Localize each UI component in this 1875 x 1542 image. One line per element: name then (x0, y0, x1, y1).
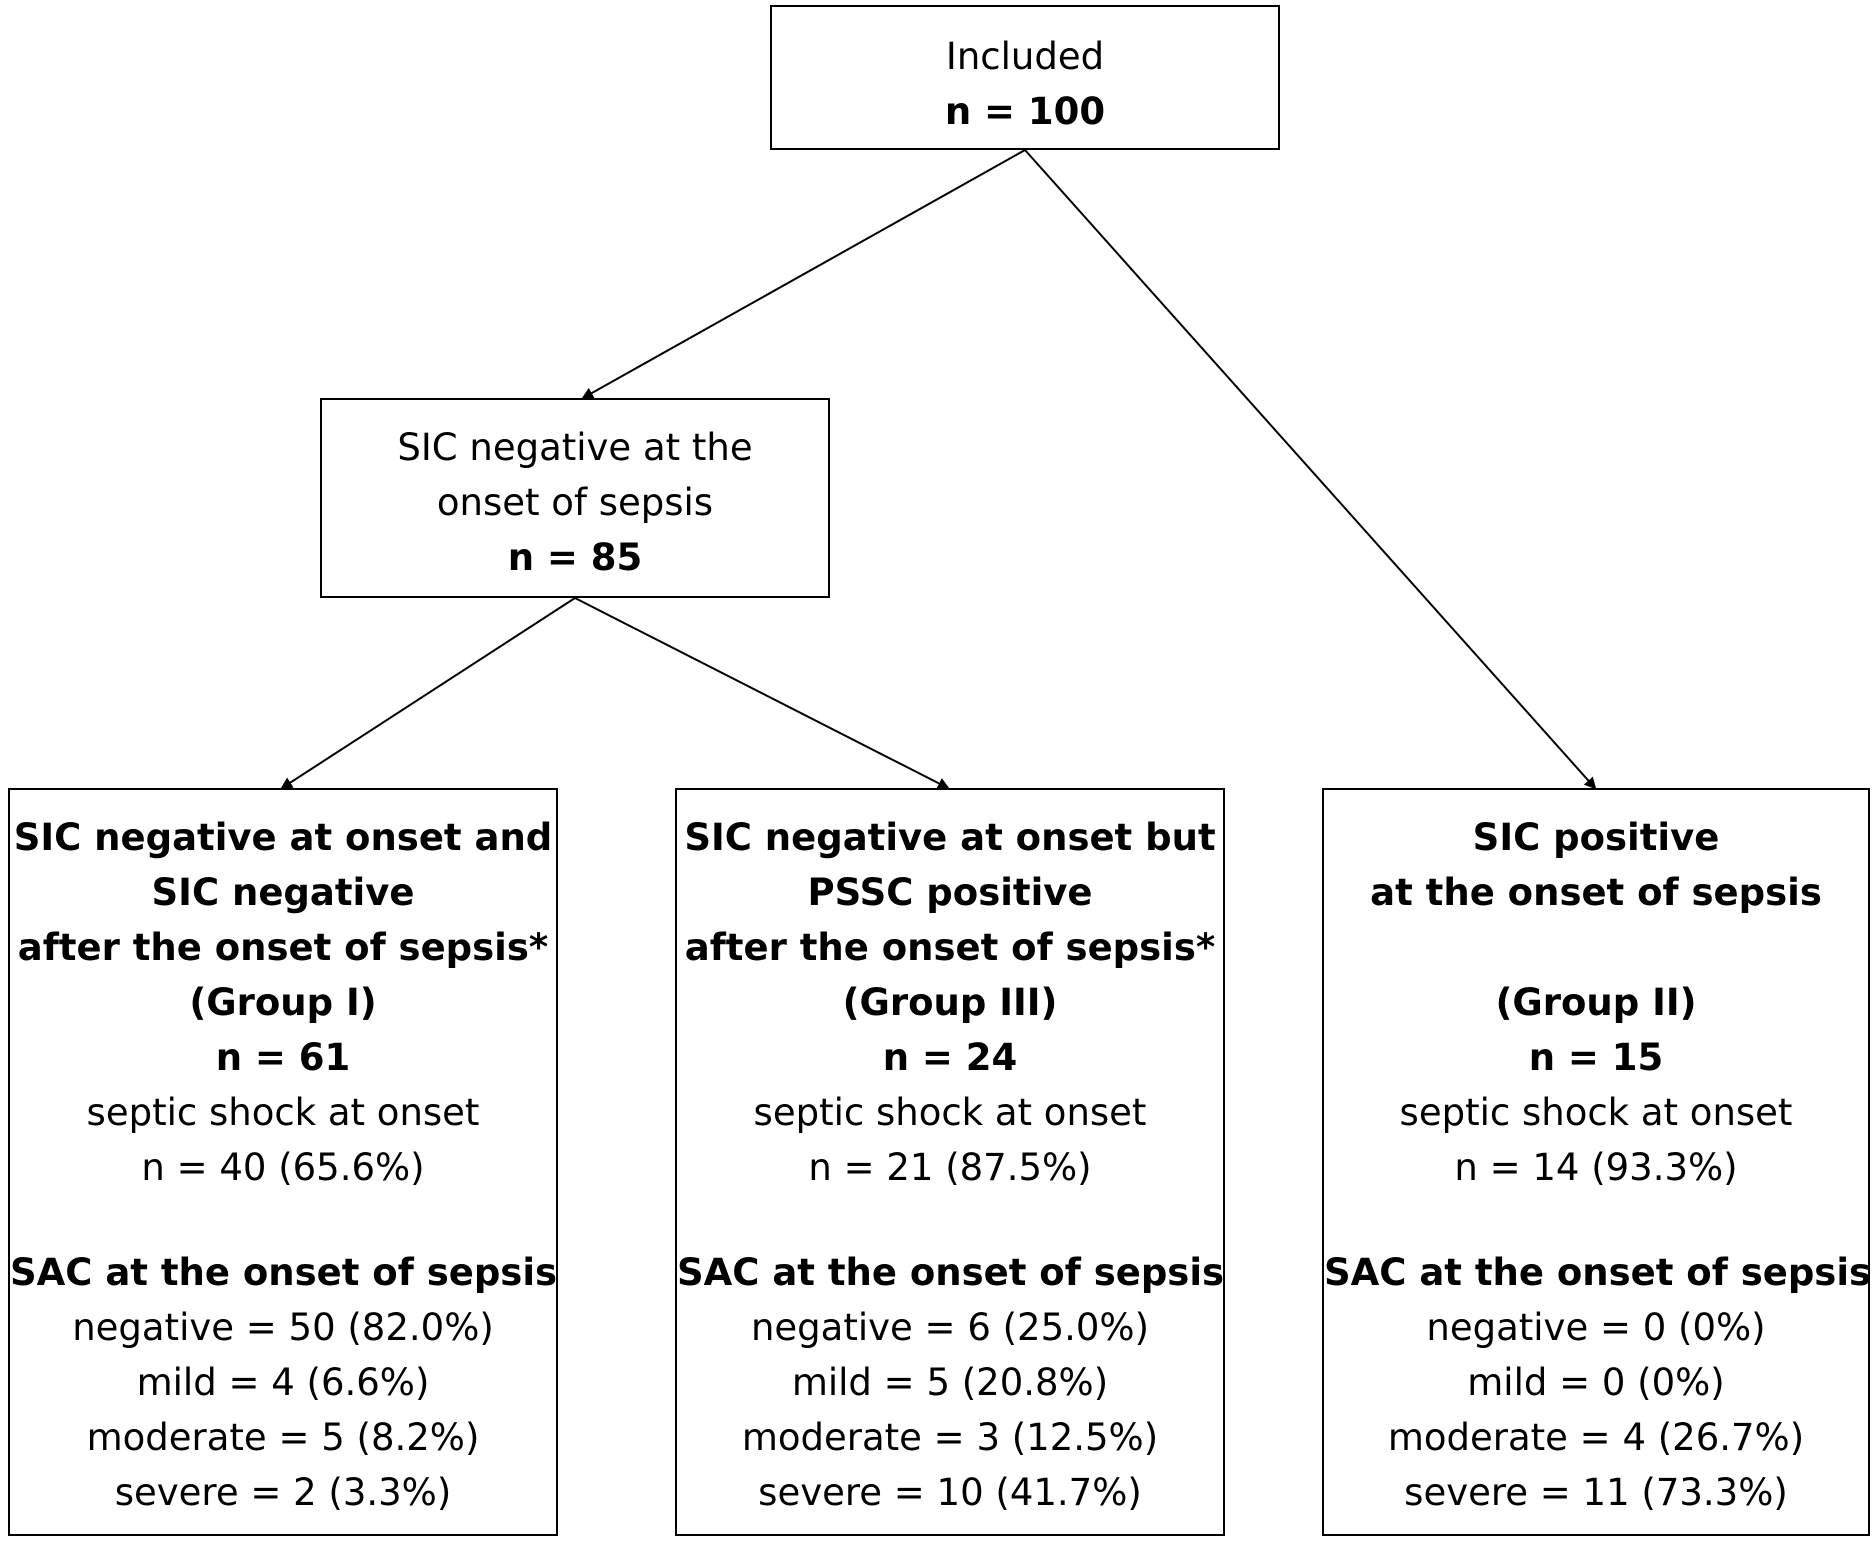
group2-title-line1: SIC positive (1472, 816, 1720, 859)
group1-sac-severe: severe = 2 (3.3%) (114, 1471, 452, 1514)
group3-spacer (677, 1195, 1223, 1245)
group2-shock-label: septic shock at onset (1399, 1091, 1793, 1134)
group2-sac-moderate: moderate = 4 (26.7%) (1387, 1416, 1805, 1459)
group1-title-line3: after the onset of sepsis* (17, 926, 549, 969)
group3-sac-moderate: moderate = 3 (12.5%) (741, 1416, 1159, 1459)
group1-shock-count: n = 40 (65.6%) (141, 1146, 425, 1189)
group3-box: SIC negative at onset but PSSC positive … (675, 788, 1225, 1536)
group1-sac-moderate: moderate = 5 (8.2%) (86, 1416, 480, 1459)
group1-title-line1: SIC negative at onset and (13, 816, 553, 859)
group2-box: SIC positive at the onset of sepsis (Gro… (1322, 788, 1872, 1536)
arrow-included-to-group2 (1024, 149, 1597, 790)
group2-title-line2: at the onset of sepsis (1370, 871, 1822, 914)
group2-sac-heading: SAC at the onset of sepsis (1324, 1251, 1872, 1294)
sic-negative-onset-count: n = 85 (507, 536, 643, 579)
group3-sac-negative: negative = 6 (25.0%) (750, 1306, 1150, 1349)
group1-box: SIC negative at onset and SIC negative a… (8, 788, 558, 1536)
group3-sac-severe: severe = 10 (41.7%) (758, 1471, 1142, 1514)
arrow-sic-negative-to-group3 (574, 597, 950, 789)
group3-count: n = 24 (882, 1036, 1018, 1079)
group2-sac-severe: severe = 11 (73.3%) (1404, 1471, 1788, 1514)
group2-shock-count: n = 14 (93.3%) (1454, 1146, 1738, 1189)
included-count: n = 100 (944, 90, 1106, 133)
group3-shock-count: n = 21 (87.5%) (808, 1146, 1092, 1189)
group2-title-blank (1324, 920, 1868, 975)
group1-sac-mild: mild = 4 (6.6%) (136, 1361, 430, 1404)
included-label: Included (945, 35, 1105, 78)
group2-group-label: (Group II) (1495, 981, 1697, 1024)
group1-group-label: (Group I) (189, 981, 377, 1024)
group1-sac-heading: SAC at the onset of sepsis (10, 1251, 558, 1294)
group2-sac-mild: mild = 0 (0%) (1467, 1361, 1725, 1404)
arrow-included-to-sic-negative (581, 149, 1026, 399)
group3-group-label: (Group III) (842, 981, 1058, 1024)
group3-title-line1: SIC negative at onset but (684, 816, 1216, 859)
group2-count: n = 15 (1528, 1036, 1664, 1079)
group1-title-line2: SIC negative (151, 871, 415, 914)
group2-sac-negative: negative = 0 (0%) (1426, 1306, 1766, 1349)
sic-negative-onset-line2: onset of sepsis (436, 481, 714, 524)
sic-negative-onset-box: SIC negative at the onset of sepsis n = … (320, 398, 830, 598)
group3-sac-heading: SAC at the onset of sepsis (677, 1251, 1225, 1294)
group3-sac-mild: mild = 5 (20.8%) (791, 1361, 1109, 1404)
group1-count: n = 61 (215, 1036, 351, 1079)
group3-title-line2: PSSC positive (807, 871, 1093, 914)
group3-shock-label: septic shock at onset (753, 1091, 1147, 1134)
group1-sac-negative: negative = 50 (82.0%) (72, 1306, 494, 1349)
sic-negative-onset-line1: SIC negative at the (397, 426, 753, 469)
group2-spacer (1324, 1195, 1868, 1245)
arrow-sic-negative-to-group1 (280, 597, 576, 790)
group1-spacer (10, 1195, 556, 1245)
group1-shock-label: septic shock at onset (86, 1091, 480, 1134)
included-box: Included n = 100 (770, 5, 1280, 150)
group3-title-line3: after the onset of sepsis* (684, 926, 1216, 969)
